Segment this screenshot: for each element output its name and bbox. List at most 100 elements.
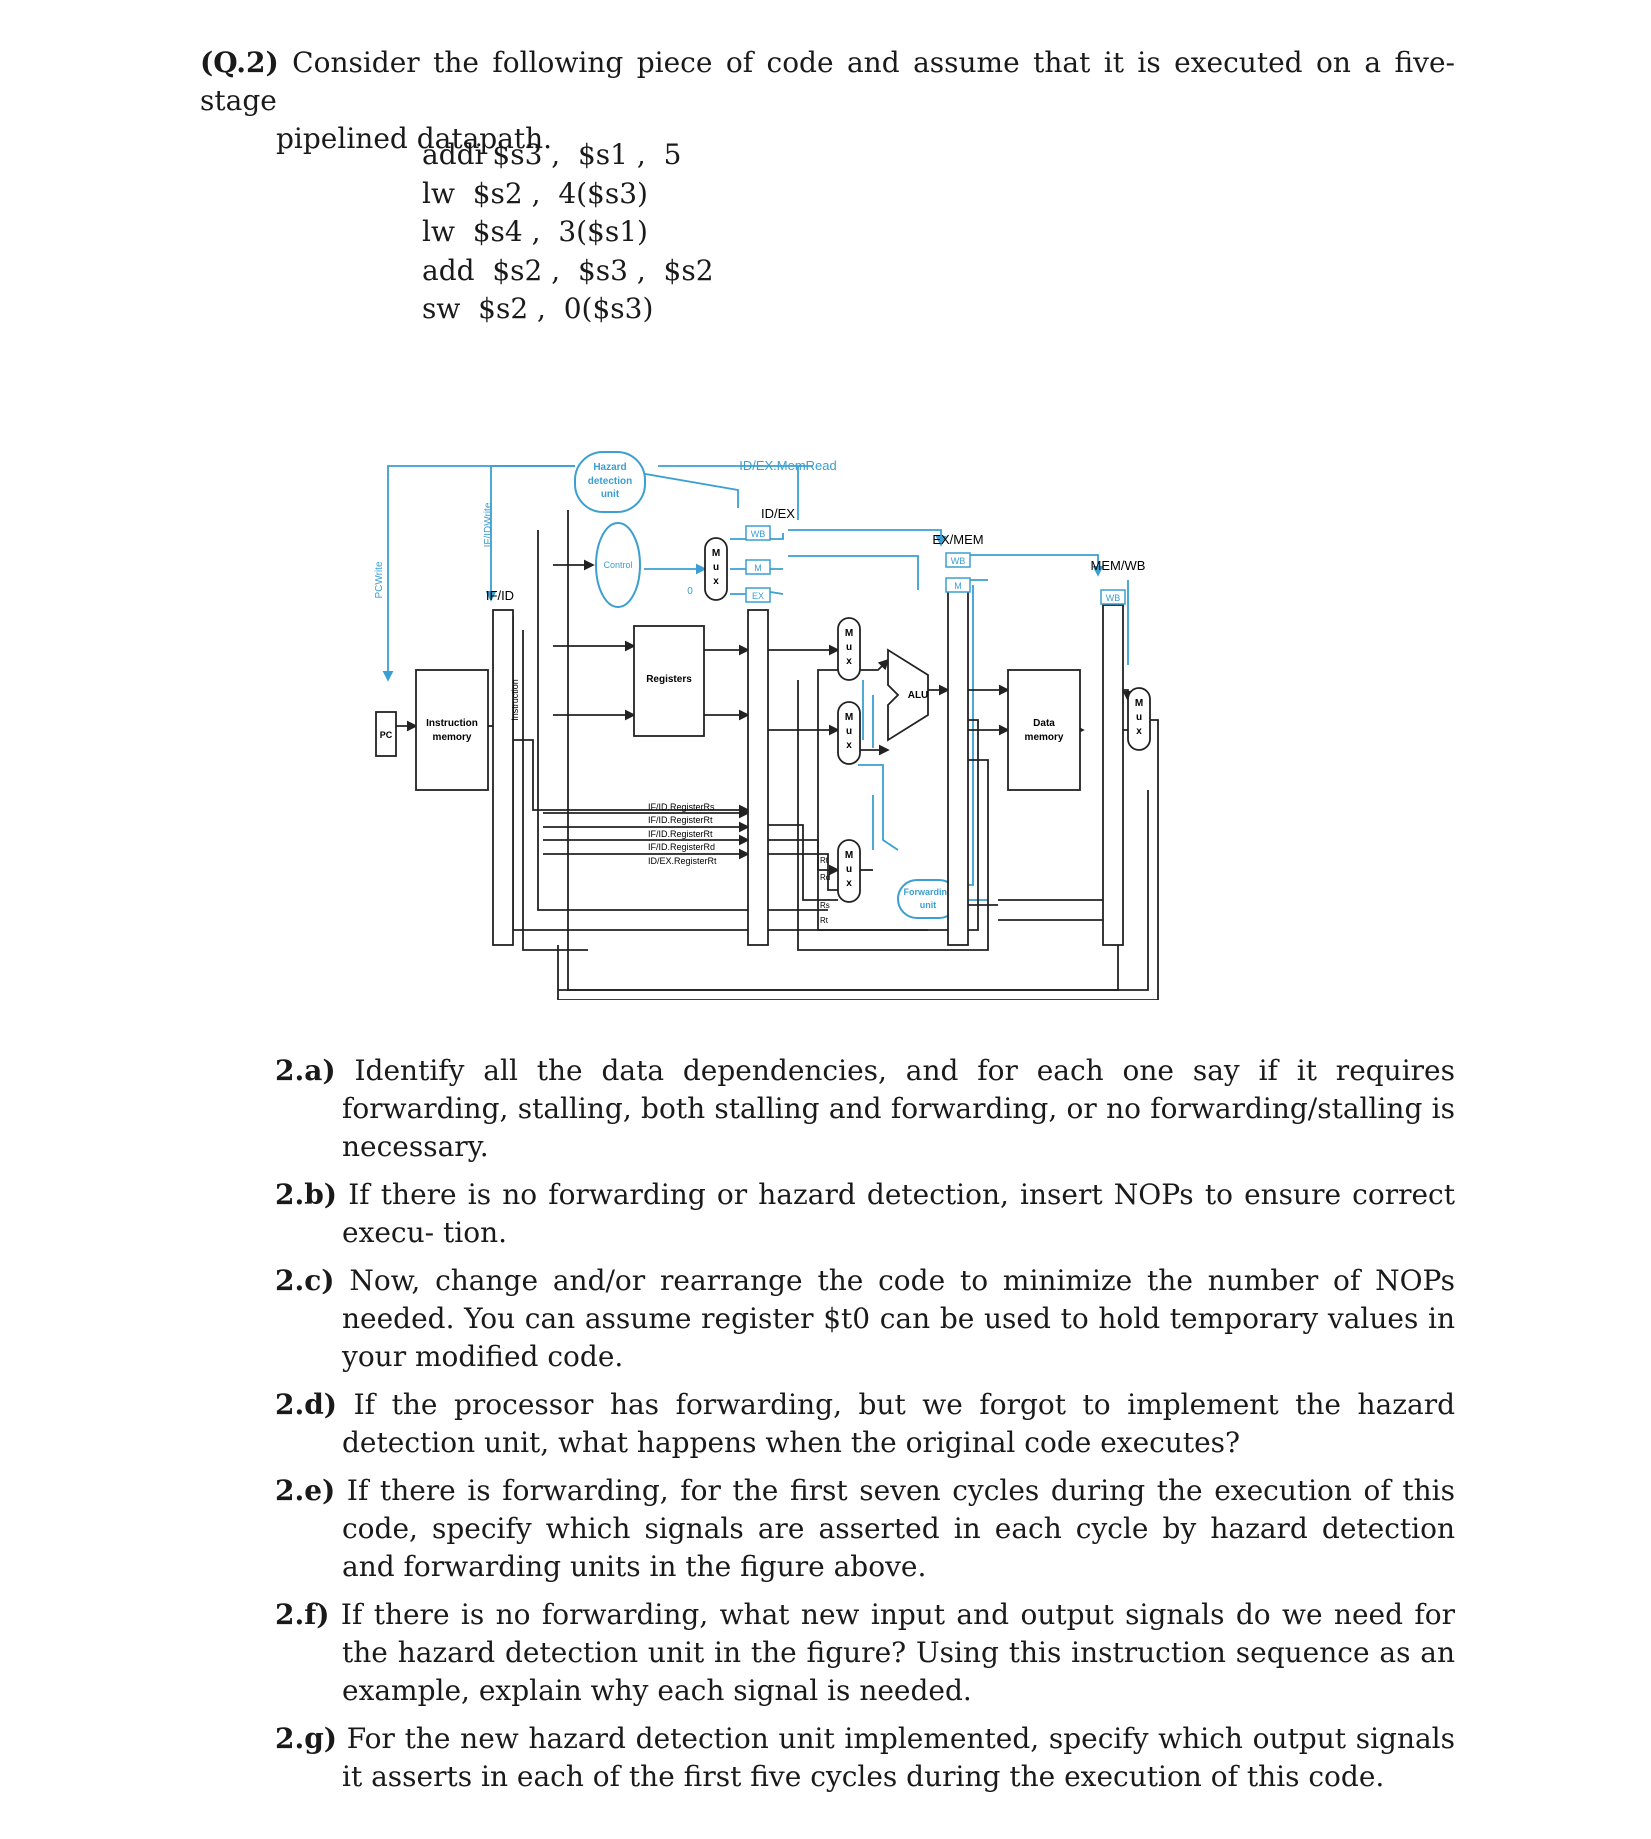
alu-label: ALU (908, 690, 929, 701)
rt-label-2: Rt (820, 916, 829, 925)
mux-label-x: x (846, 656, 852, 667)
forwarding-unit-label-2: unit (920, 900, 937, 910)
idex-label: ID/EX (761, 506, 795, 521)
idex-ex-label: EX (752, 591, 764, 601)
hazard-unit-label-1: Hazard (593, 462, 626, 473)
mux-label-u: u (1136, 712, 1142, 723)
reg-field-label: ID/EX.RegisterRt (648, 856, 717, 866)
control-label: Control (603, 560, 632, 570)
code-block: addi $s3 , $s1 , 5 lw $s2 , 4($s3) lw $s… (422, 136, 714, 329)
exmem-wb-label: WB (951, 556, 966, 566)
question-intro: (Q.2) Consider the following piece of co… (200, 44, 1455, 158)
idex-wb-label: WB (751, 529, 766, 539)
question-text: If the processor has forwarding, but we … (342, 1388, 1455, 1459)
control-unit: Control (595, 522, 641, 608)
reg-field-label: IF/ID.RegisterRt (648, 815, 713, 825)
register-field-labels: IF/ID.RegisterRs IF/ID.RegisterRt IF/ID.… (648, 802, 717, 866)
hazard-detection-unit: Hazard detection unit (574, 451, 646, 513)
reg-field-label: IF/ID.RegisterRd (648, 842, 715, 852)
mux-label-m: M (845, 712, 853, 723)
mux-label-u: u (846, 642, 852, 653)
question-item: 2.a) Identify all the data dependencies,… (275, 1052, 1455, 1166)
idex-m-label: M (754, 563, 762, 573)
pc-register: PC (375, 711, 397, 757)
exmem-label: EX/MEM (932, 532, 983, 547)
forwarding-unit: Forwarding unit (897, 879, 959, 919)
regdst-mux: M u x (837, 839, 861, 903)
alu: ALU (887, 648, 929, 742)
mux-label-m: M (845, 628, 853, 639)
datapath-diagram: Hazard detection unit ID/EX.MemRead PC P… (374, 451, 1159, 1000)
pcwrite-label: PCWrite (374, 561, 385, 598)
mux-label-u: u (846, 726, 852, 737)
code-line: lw $s2 , 4($s3) (422, 176, 648, 210)
registers-label: Registers (646, 674, 692, 685)
question-number: (Q.2) (200, 46, 279, 79)
question-item: 2.d) If the processor has forwarding, bu… (275, 1386, 1455, 1462)
instruction-memory: Instruction memory (415, 669, 489, 791)
intro-line-1: Consider the following piece of code and… (200, 46, 1455, 117)
exmem-register: EX/MEM WB M (932, 532, 984, 946)
writeback-mux: M u x (1127, 687, 1151, 751)
data-memory-label-1: Data (1033, 718, 1055, 729)
hazard-unit-label-3: unit (601, 489, 620, 500)
mux-label-x: x (713, 576, 719, 587)
intro-line-2: pipelined datapath. (276, 122, 553, 155)
instruction-memory-label-1: Instruction (426, 718, 478, 729)
pipeline-datapath-figure: Hazard detection unit ID/EX.MemRead PC P… (358, 430, 1298, 1000)
data-memory-label-2: memory (1025, 732, 1064, 743)
question-item: 2.c) Now, change and/or rearrange the co… (275, 1262, 1455, 1376)
instruction-memory-label-2: memory (433, 732, 472, 743)
memwb-register: MEM/WB WB (1091, 558, 1145, 946)
hazard-unit-label-2: detection (588, 476, 632, 487)
question-id: 2.f) (275, 1598, 330, 1631)
question-id: 2.c) (275, 1264, 335, 1297)
question-text: Now, change and/or rearrange the code to… (342, 1264, 1455, 1373)
question-text: If there is no forwarding, what new inpu… (340, 1598, 1455, 1707)
memwb-wb-label: WB (1106, 593, 1121, 603)
question-text: Identify all the data dependencies, and … (342, 1054, 1455, 1163)
mux-label-m: M (1135, 698, 1143, 709)
mux-label-x: x (1136, 726, 1142, 737)
exmem-m-label: M (954, 581, 962, 591)
question-id: 2.d) (275, 1388, 338, 1421)
alu-input-mux-b: M u x (837, 701, 861, 765)
rt-label: Rt (820, 856, 829, 865)
code-line: sw $s2 , 0($s3) (422, 292, 654, 325)
mux-label-u: u (846, 864, 852, 875)
mux-label-x: x (846, 878, 852, 889)
question-id: 2.e) (275, 1474, 336, 1507)
alu-input-mux-a: M u x (837, 617, 861, 681)
question-item: 2.b) If there is no forwarding or hazard… (275, 1176, 1455, 1252)
code-line: addi $s3 , $s1 , 5 (422, 138, 682, 171)
idex-register: ID/EX WB M EX (745, 506, 795, 946)
data-memory: Data memory (1007, 669, 1081, 791)
question-item: 2.f) If there is no forwarding, what new… (275, 1596, 1455, 1710)
question-text: If there is no forwarding or hazard dete… (342, 1178, 1455, 1249)
reg-field-label: IF/ID.RegisterRt (648, 829, 713, 839)
instruction-label: Instruction (510, 679, 520, 721)
ifidwrite-label: IF/IDWrite (483, 502, 494, 547)
code-line: add $s2 , $s3 , $s2 (422, 253, 714, 287)
control-mux: M u x (704, 537, 728, 601)
ifid-register: IF/ID Instruction (486, 588, 520, 946)
question-id: 2.g) (275, 1722, 338, 1755)
code-line: lw $s4 , 3($s1) (422, 215, 648, 248)
rs-label: Rs (820, 901, 830, 910)
reg-field-label: IF/ID.RegisterRs (648, 802, 715, 812)
question-text: If there is forwarding, for the first se… (342, 1474, 1455, 1583)
mux-label-u: u (713, 562, 719, 573)
question-text: For the new hazard detection unit implem… (342, 1722, 1455, 1793)
register-file: Registers (633, 625, 705, 737)
mux-label-m: M (712, 548, 720, 559)
question-id: 2.b) (275, 1178, 338, 1211)
mux-label-x: x (846, 740, 852, 751)
rt-rd-rs-labels: Rt Rd Rs Rt (820, 856, 830, 925)
question-item: 2.g) For the new hazard detection unit i… (275, 1720, 1455, 1796)
forwarding-unit-label-1: Forwarding (904, 887, 953, 897)
question-list: 2.a) Identify all the data dependencies,… (275, 1052, 1455, 1806)
question-item: 2.e) If there is forwarding, for the fir… (275, 1472, 1455, 1586)
mux-label-m: M (845, 850, 853, 861)
idex-memread-label: ID/EX.MemRead (739, 458, 837, 473)
rd-label: Rd (820, 873, 830, 882)
